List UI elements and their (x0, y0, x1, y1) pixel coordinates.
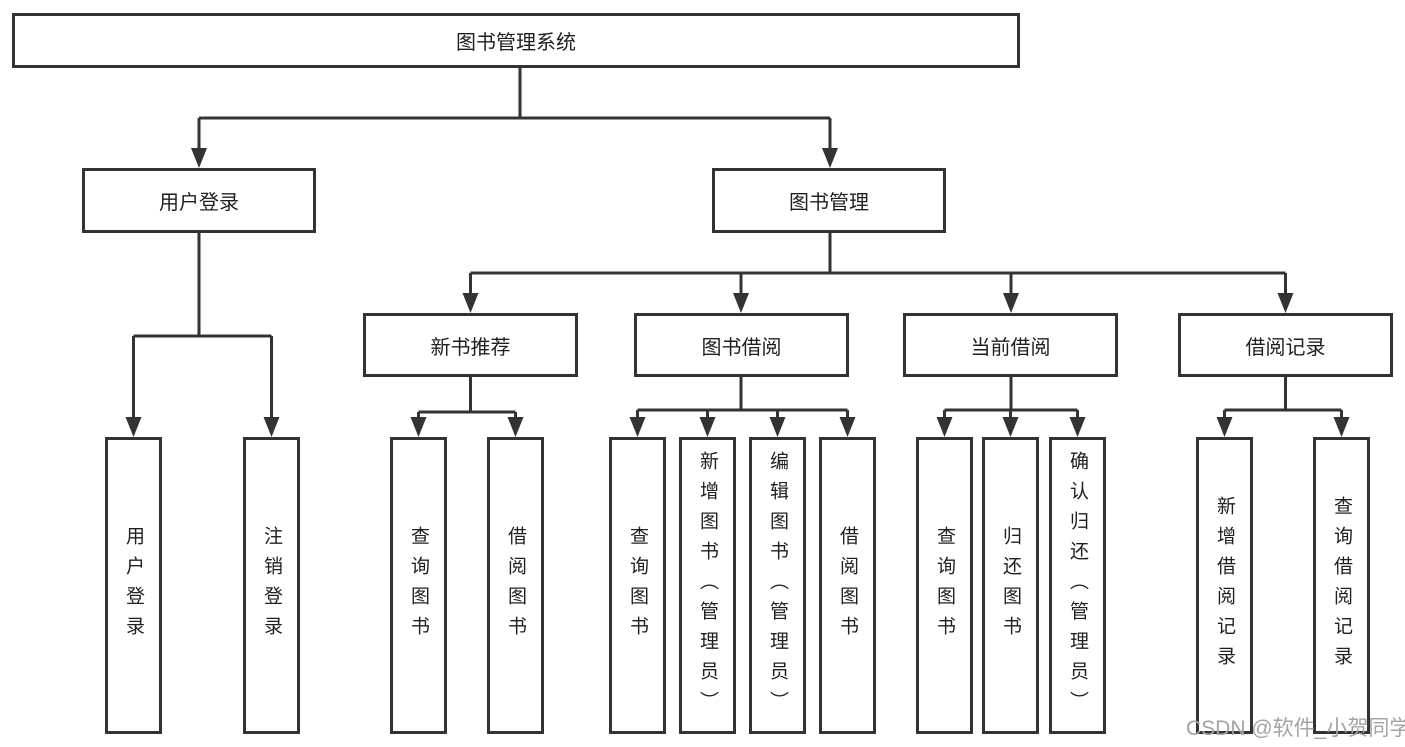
leaf-add-book-admin: 新增图书（管理员） (679, 437, 736, 734)
leaf-query-books-borrow: 查询图书 (609, 437, 666, 734)
csdn-watermark: CSDN @软件_小贺同学 (1186, 717, 1405, 740)
node-borrow-records: 借阅记录 (1178, 313, 1393, 377)
node-label: 新书推荐 (430, 336, 511, 359)
node-book-borrow: 图书借阅 (634, 313, 849, 377)
node-label: 注销登录 (261, 525, 282, 646)
node-label: 查询图书 (408, 525, 429, 646)
node-user-login: 用户登录 (82, 168, 316, 233)
node-label: 确认归还（管理员） (1067, 450, 1088, 721)
node-book-management: 图书管理 (712, 168, 946, 233)
leaf-confirm-return-admin: 确认归还（管理员） (1049, 437, 1106, 734)
node-label: 归还图书 (1000, 525, 1021, 646)
node-label: 查询图书 (627, 525, 648, 646)
node-new-book-recommend: 新书推荐 (363, 313, 578, 377)
leaf-borrow-books-recommend: 借阅图书 (487, 437, 544, 734)
leaf-edit-book-admin: 编辑图书（管理员） (749, 437, 806, 734)
leaf-user-login: 用户登录 (105, 437, 162, 734)
leaf-query-books-recommend: 查询图书 (390, 437, 447, 734)
node-label: 图书借阅 (701, 336, 782, 359)
node-label: 图书管理 (789, 192, 869, 214)
node-label: 新增借阅记录 (1214, 495, 1235, 676)
node-current-borrow: 当前借阅 (903, 313, 1118, 377)
leaf-borrow-books: 借阅图书 (819, 437, 876, 734)
node-library-management-system: 图书管理系统 (12, 13, 1020, 68)
node-label: 借阅图书 (505, 525, 526, 646)
node-label: 当前借阅 (970, 336, 1051, 359)
node-label: 编辑图书（管理员） (767, 450, 788, 721)
leaf-query-borrow-record: 查询借阅记录 (1313, 437, 1370, 734)
node-label: 图书管理系统 (456, 32, 576, 54)
node-label: 新增图书（管理员） (697, 450, 718, 721)
node-label: 借阅图书 (837, 525, 858, 646)
leaf-add-borrow-record: 新增借阅记录 (1196, 437, 1253, 734)
node-label: 用户登录 (159, 192, 239, 214)
node-label: 查询借阅记录 (1331, 495, 1352, 676)
leaf-return-books: 归还图书 (982, 437, 1039, 734)
node-label: 用户登录 (123, 525, 144, 646)
node-label: 借阅记录 (1245, 336, 1326, 359)
node-label: 查询图书 (934, 525, 955, 646)
leaf-logout: 注销登录 (243, 437, 300, 734)
leaf-query-books-current: 查询图书 (916, 437, 973, 734)
